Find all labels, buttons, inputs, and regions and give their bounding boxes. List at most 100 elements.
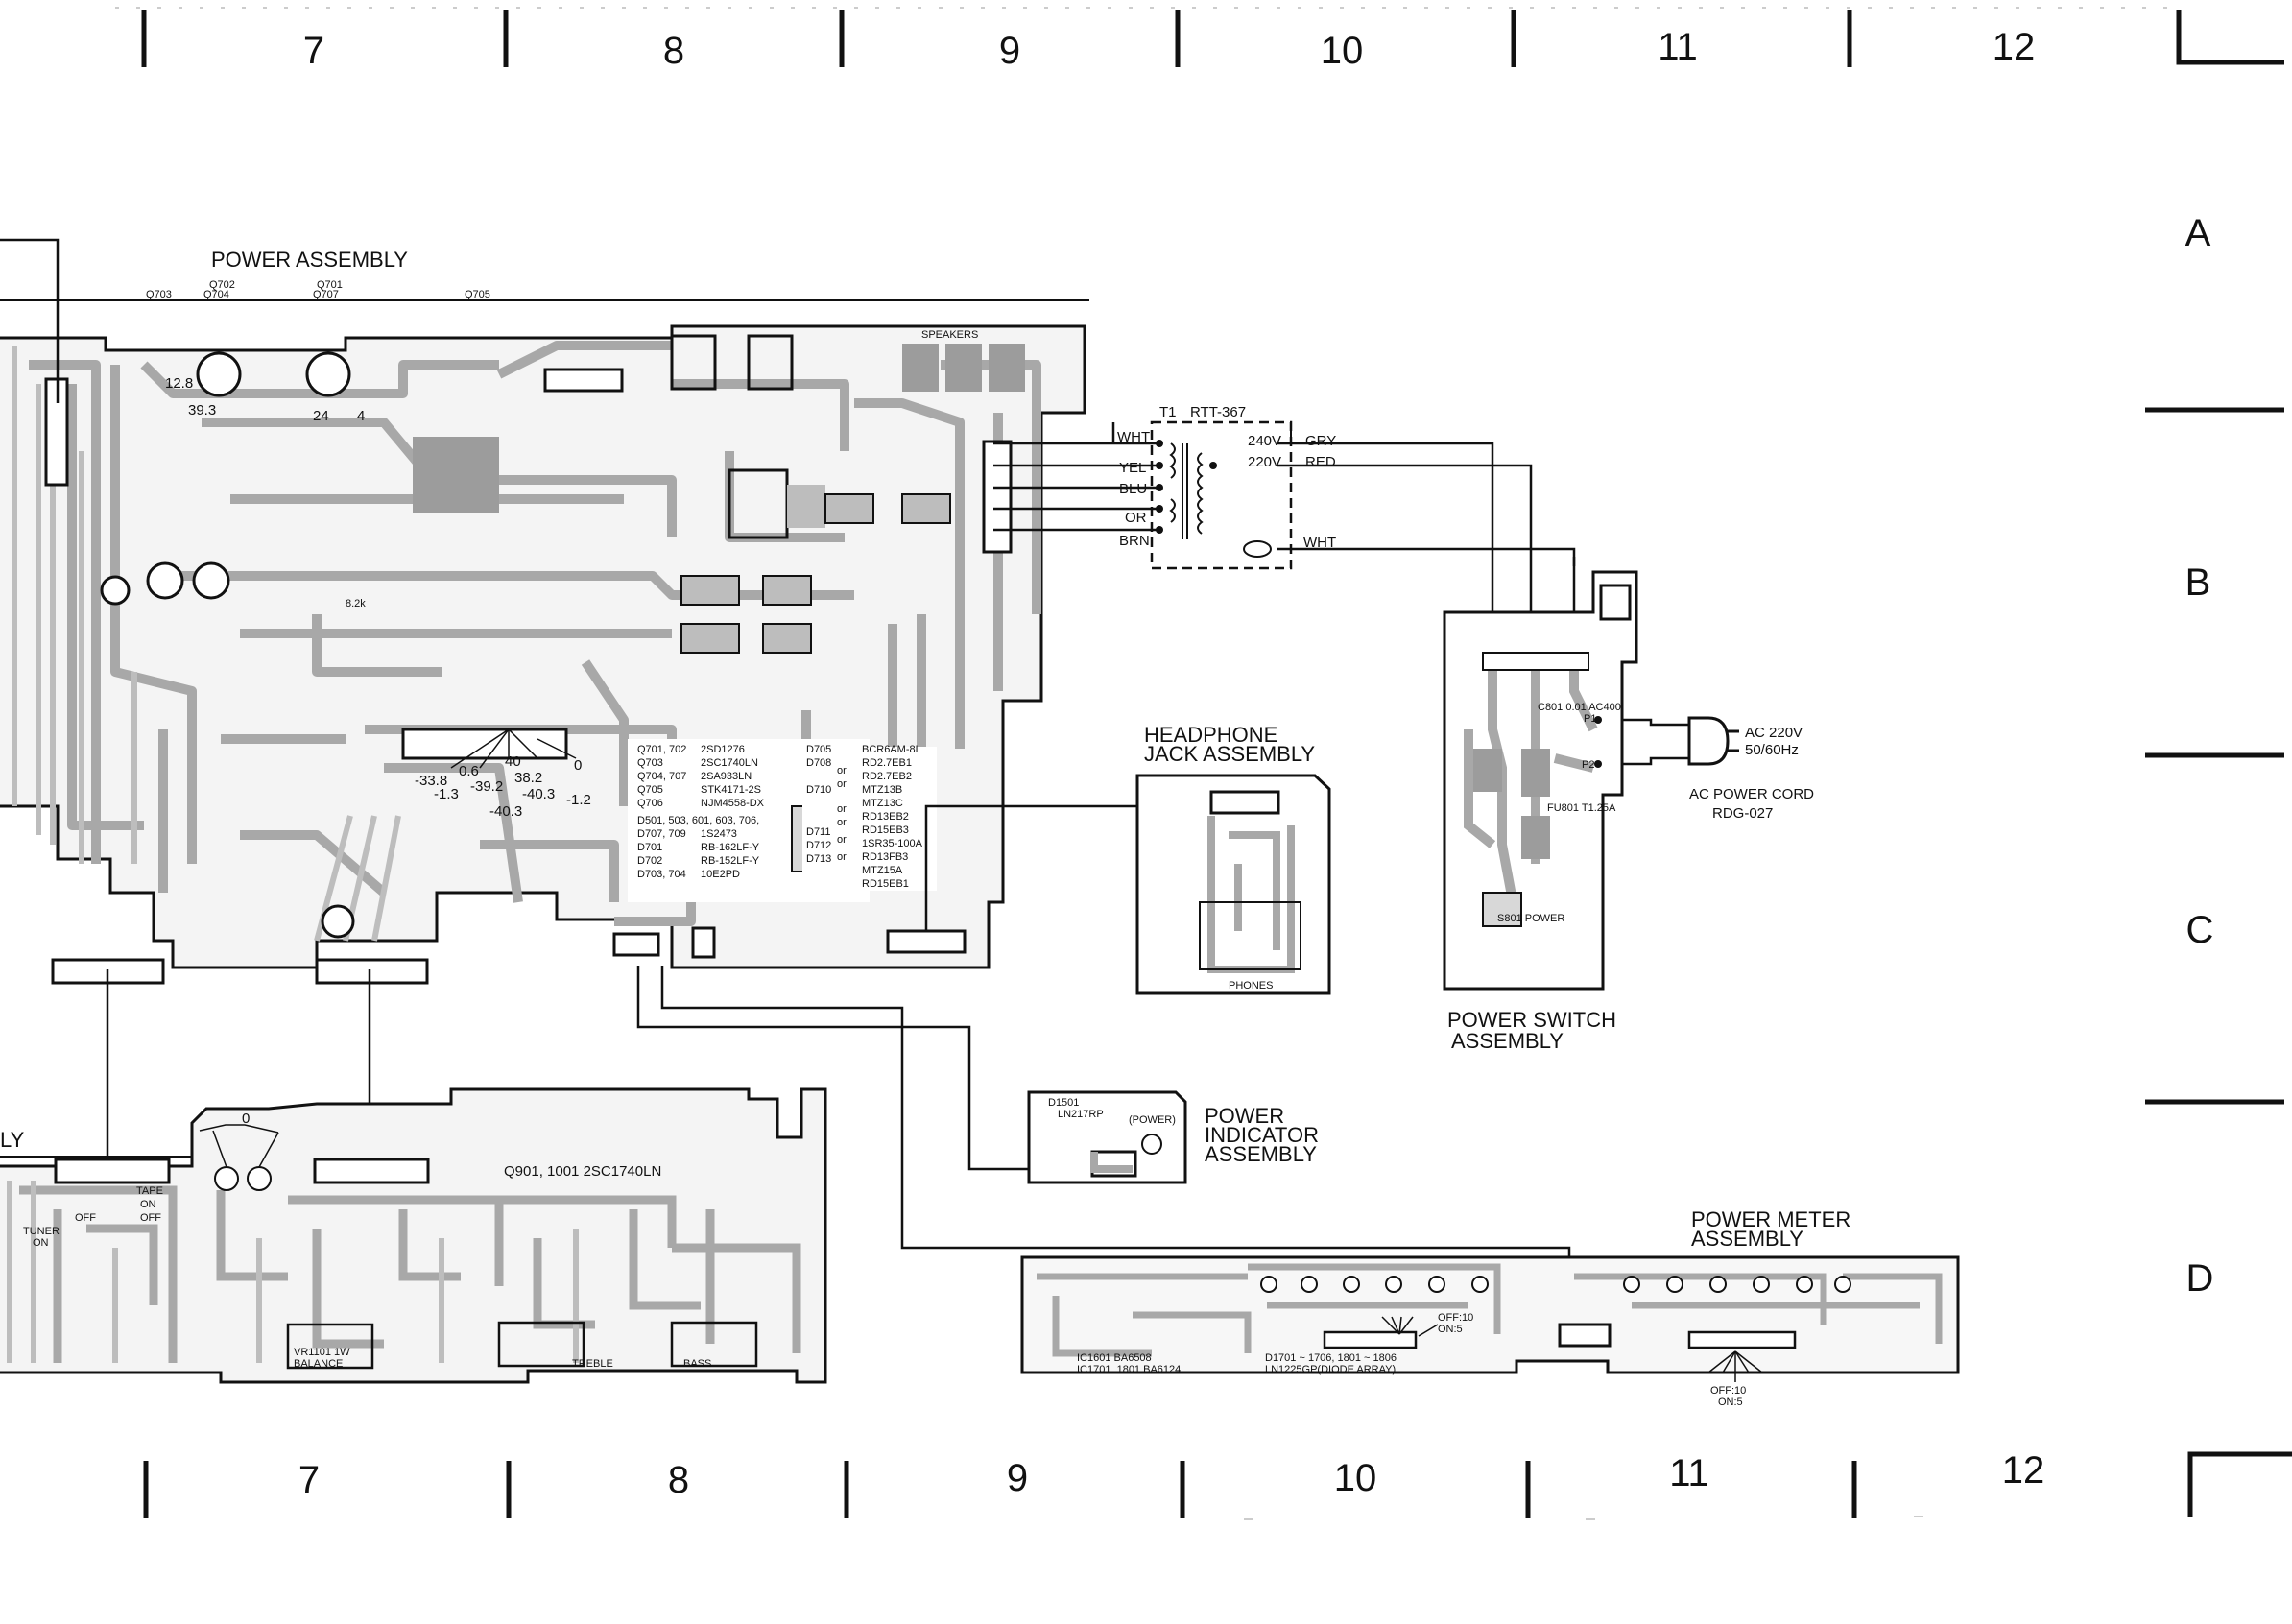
column-label: 10	[1321, 30, 1364, 72]
on-label: ON	[33, 1237, 49, 1249]
bass-label: BASS	[683, 1358, 711, 1370]
voltage-label: 0	[574, 757, 582, 774]
balance-part: VR1101 1W	[294, 1347, 350, 1358]
parts-list-mid: 2SD1276 2SC1740LN 2SA933LN STK4171-2S NJ…	[701, 744, 765, 880]
part-ref: Q705	[465, 289, 490, 300]
column-label: 11	[1658, 26, 1698, 68]
voltage-label: -40.3	[489, 803, 522, 820]
power-switch-title-1: POWER SWITCH	[1447, 1008, 1616, 1032]
part-ref: Q703	[637, 757, 663, 769]
voltage-label: 39.3	[188, 402, 216, 418]
ac-voltage: AC 220V	[1745, 725, 1803, 741]
part-number: RB-152LF-Y	[701, 855, 760, 867]
on-label: ON	[140, 1199, 156, 1210]
wire-color: GRY	[1305, 433, 1336, 449]
part-number: 2SC1740LN	[701, 757, 758, 769]
ac-frequency: 50/60Hz	[1745, 742, 1799, 758]
row-labels: A B C D	[2185, 212, 2214, 1300]
or-label: or	[837, 851, 847, 863]
part-ref: D707, 709	[637, 828, 686, 840]
part-ref: Q706	[637, 798, 663, 809]
part-ref: D713	[806, 853, 831, 865]
ic-label: IC1601 BA6508	[1077, 1352, 1152, 1364]
row-label: B	[2185, 561, 2211, 604]
column-label: 10	[1334, 1457, 1377, 1499]
power-assembly-board: POWER ASSEMBLY Q703 Q702 Q704 Q701 Q707 …	[0, 248, 1089, 985]
wire-color: YEL	[1119, 460, 1146, 476]
part-number: 1S2473	[701, 828, 737, 840]
wire-color: RED	[1305, 454, 1336, 470]
column-label: 9	[1007, 1457, 1028, 1499]
jack-label: PHONES	[1229, 980, 1273, 991]
part-number: NJM4558-DX	[701, 798, 765, 809]
tap-voltage: 240V	[1248, 433, 1281, 449]
column-label: 11	[1669, 1452, 1709, 1494]
or-label: or	[837, 765, 847, 776]
tone-transistors: Q901, 1001 2SC1740LN	[504, 1163, 661, 1180]
part-number: 2SA933LN	[701, 771, 752, 782]
diode-part: LN217RP	[1058, 1109, 1104, 1120]
part-ref: D705	[806, 744, 831, 755]
part-ref: D710	[806, 784, 831, 796]
off-label: OFF	[75, 1212, 96, 1224]
transformer-ref: T1	[1159, 404, 1177, 420]
off-label: OFF	[140, 1212, 161, 1224]
grid-frame	[141, 10, 2292, 1518]
voltage-label: -39.2	[470, 778, 503, 795]
part-ref: D712	[806, 840, 831, 851]
part-number: RD15EB3	[862, 824, 909, 836]
switch-label: S801 POWER	[1497, 913, 1564, 924]
part-ref: Q701, 702	[637, 744, 686, 755]
part-ref: Q707	[313, 289, 339, 300]
headphone-jack-assembly: HEADPHONE JACK ASSEMBLY PHONES	[1135, 723, 1331, 995]
voltage-label: 40	[505, 753, 521, 770]
voltage-label: 24	[313, 408, 329, 424]
voltage-label: -1.3	[434, 786, 459, 802]
partial-title: LY	[0, 1128, 25, 1152]
transformer-t1: T1 RTT-367 WHT YEL BLU OR BRN 240V 220V …	[1117, 404, 1336, 570]
voltage-label: -33.8	[415, 773, 447, 789]
voltage-label: 38.2	[514, 770, 542, 786]
part-number: RD15EB1	[862, 878, 909, 890]
or-label: or	[837, 803, 847, 815]
column-label: 7	[303, 30, 324, 72]
power-led-label: (POWER)	[1129, 1114, 1176, 1126]
part-ref: Q705	[637, 784, 663, 796]
part-ref: Q702	[209, 279, 235, 291]
part-ref: D711	[806, 826, 830, 838]
p2-label: P2	[1582, 759, 1594, 771]
part-number: 1SR35-100A	[862, 838, 923, 849]
voltage-label: 0.6	[459, 763, 479, 779]
power-indicator-assembly: D1501 LN217RP (POWER) POWER INDICATOR AS…	[1027, 1090, 1319, 1184]
power-meter-title-1: POWER METER	[1691, 1207, 1850, 1231]
part-ref: D501, 503, 601, 603, 706,	[637, 815, 759, 826]
off-on-label: ON:5	[1718, 1397, 1743, 1408]
ic-label: IC1701, 1801 BA6124	[1077, 1364, 1181, 1375]
off-on-label: ON:5	[1438, 1324, 1463, 1335]
wire-color: BLU	[1119, 481, 1147, 497]
power-meter-assembly: POWER METER ASSEMBLY	[1020, 1207, 1960, 1408]
part-number: RD2.7EB2	[862, 771, 912, 782]
column-label: 7	[298, 1459, 320, 1501]
balance-label: BALANCE	[294, 1358, 343, 1370]
row-label: D	[2186, 1257, 2214, 1300]
power-switch-title-2: ASSEMBLY	[1451, 1029, 1564, 1053]
part-number: RD13FB3	[862, 851, 908, 863]
part-number: MTZ15A	[862, 865, 903, 876]
power-assembly-title: POWER ASSEMBLY	[211, 248, 408, 272]
part-ref: D703, 704	[637, 869, 686, 880]
transformer-part: RTT-367	[1190, 404, 1246, 420]
parts-list-left: Q701, 702 Q703 Q704, 707 Q705 Q706 D501,…	[637, 744, 759, 880]
column-labels-bottom: 7 8 9 10 11 12	[298, 1449, 2044, 1501]
part-number: RB-162LF-Y	[701, 842, 760, 853]
wire-color: BRN	[1119, 533, 1150, 549]
off-on-label: OFF:10	[1438, 1312, 1473, 1324]
part-number: STK4171-2S	[701, 784, 761, 796]
part-ref: Q703	[146, 289, 172, 300]
column-label: 12	[1993, 26, 2036, 68]
column-labels-top: 7 8 9 10 11 12	[303, 26, 2035, 72]
treble-label: TREBLE	[572, 1358, 613, 1370]
interconnect-wires	[0, 238, 1689, 1286]
wire-color: OR	[1125, 510, 1147, 526]
